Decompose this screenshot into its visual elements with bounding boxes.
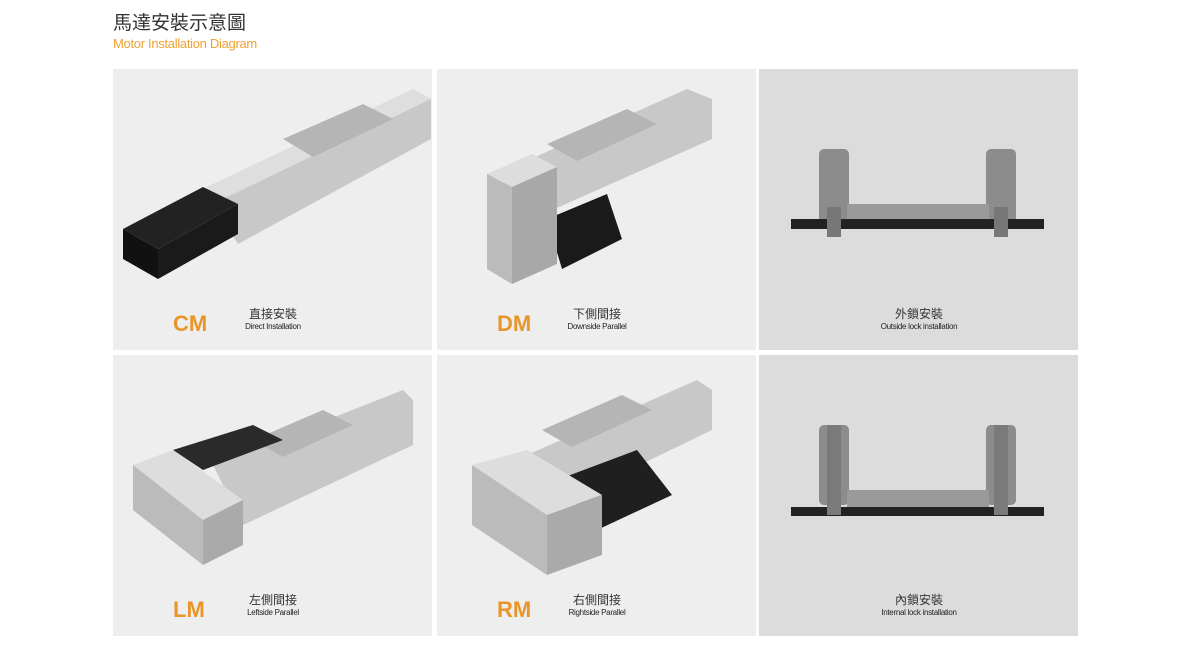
mount-code: CM	[173, 311, 208, 336]
actuator-rm-image	[472, 380, 712, 575]
outside-lock-diagram	[791, 149, 1044, 237]
mount-label-zh: 直接安裝	[248, 307, 297, 321]
mount-label-en: Internal lock installation	[881, 608, 957, 617]
mount-label-zh: 右側間接	[572, 593, 621, 607]
mount-label-zh: 左側間接	[248, 593, 297, 607]
mount-label-en: Downside Parallel	[567, 322, 627, 331]
mount-label-en: Direct Installation	[245, 322, 301, 331]
page-subtitle: Motor Installation Diagram	[113, 36, 257, 51]
actuator-dm-image	[487, 89, 712, 284]
page-title: 馬達安裝示意圖	[113, 13, 247, 34]
mount-label-en: Outside lock installation	[880, 322, 958, 331]
mount-label-zh: 內鎖安裝	[894, 593, 943, 607]
mount-code: LM	[173, 597, 205, 622]
actuator-lm-image	[133, 390, 413, 565]
internal-lock-diagram	[791, 425, 1044, 516]
mount-label-en: Rightside Parallel	[568, 608, 626, 617]
actuator-cm-image	[123, 89, 431, 279]
mount-code: RM	[497, 597, 532, 622]
mount-label-zh: 下側間接	[572, 307, 621, 321]
mount-label-zh: 外鎖安裝	[894, 307, 943, 321]
mount-label-en: Leftside Parallel	[247, 608, 299, 617]
mount-code: DM	[497, 311, 532, 336]
